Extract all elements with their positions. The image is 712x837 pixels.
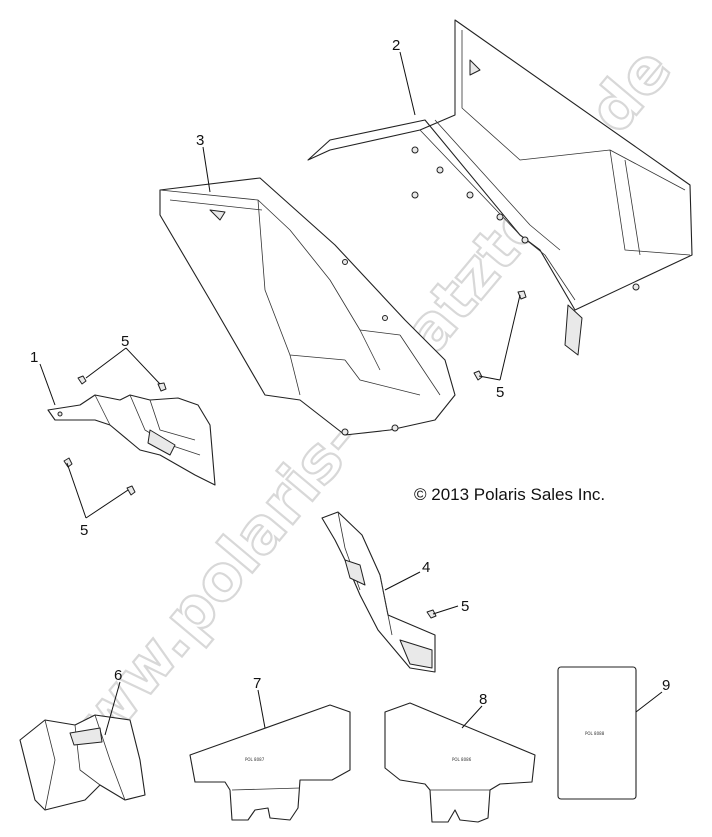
part-6-guard: [19, 714, 146, 811]
callout-7: 7: [253, 675, 261, 692]
callout-1: 1: [30, 349, 38, 366]
part-8-decal: POL 8086: [384, 702, 536, 823]
callout-5-right: 5: [496, 384, 504, 401]
part-3-front-panel: [159, 177, 456, 436]
part-2-rear-panel: [307, 19, 693, 356]
callout-4: 4: [422, 559, 430, 576]
part-9-decal: POL 8088: [557, 666, 637, 800]
callout-9: 9: [662, 677, 670, 694]
callout-5-upper-left: 5: [121, 333, 129, 350]
decal-9-text: POL 8088: [585, 731, 605, 736]
callout-5-bracket: 5: [461, 598, 469, 615]
callout-8: 8: [479, 691, 487, 708]
callout-3: 3: [196, 132, 204, 149]
callout-5-lower-left: 5: [80, 522, 88, 539]
callout-6: 6: [114, 667, 122, 684]
leader-lines: [39, 51, 663, 736]
part-1-side-bracket: [47, 394, 216, 486]
part-4-lower-bracket: [321, 511, 436, 673]
fastener-clips: [63, 290, 527, 619]
decal-7-text: POL 8087: [245, 757, 265, 762]
decal-8-text: POL 8086: [452, 757, 472, 762]
callout-2: 2: [392, 37, 400, 54]
copyright-text: © 2013 Polaris Sales Inc.: [414, 485, 605, 504]
part-7-decal: POL 8087: [189, 704, 351, 821]
